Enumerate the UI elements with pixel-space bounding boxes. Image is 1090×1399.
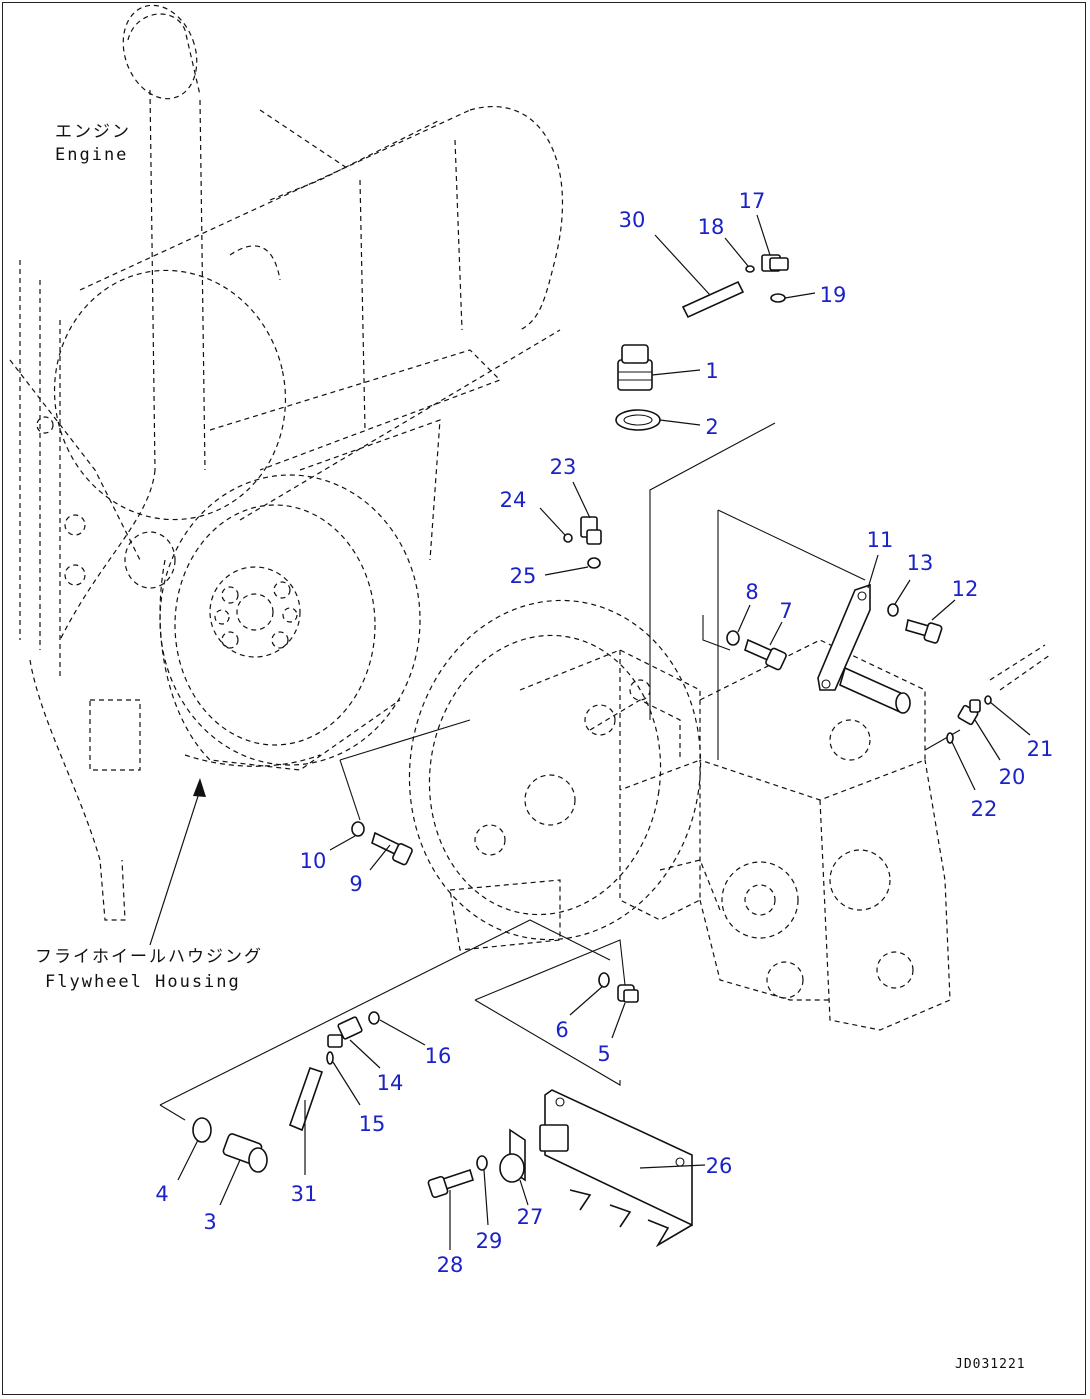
drawing-code: JD031221 (955, 1357, 1026, 1372)
part-7-bolt (744, 638, 787, 671)
part-15-o-ring (326, 1051, 334, 1065)
part-21-hose (989, 644, 1051, 691)
part-number-28: 28 (437, 1253, 464, 1277)
part-number-10: 10 (300, 849, 327, 873)
part-number-7: 7 (779, 599, 792, 623)
pump-assembly (408, 599, 951, 1031)
engine-label: エンジン Engine (55, 122, 131, 165)
part-24-o-ring (563, 533, 573, 543)
engine-assembly (9, 4, 563, 921)
part-number-13: 13 (907, 551, 934, 575)
part-number-22: 22 (971, 797, 998, 821)
part-17-fitting (761, 254, 789, 272)
engine-label-jp: エンジン (55, 122, 131, 142)
part-number-3: 3 (203, 1210, 216, 1234)
part-21-end (984, 695, 992, 705)
engine-label-en: Engine (55, 145, 128, 165)
part-26-controller (539, 1089, 693, 1248)
part-number-27: 27 (517, 1205, 544, 1229)
flywheel-label-en: Flywheel Housing (45, 972, 241, 992)
part-5-plug (617, 984, 639, 1003)
part-number-11: 11 (867, 528, 894, 552)
part-number-26: 26 (706, 1154, 733, 1178)
part-number-18: 18 (698, 215, 725, 239)
part-31-hose (288, 1066, 324, 1132)
part-number-14: 14 (377, 1071, 404, 1095)
part-number-19: 19 (820, 283, 847, 307)
part-number-15: 15 (359, 1112, 386, 1136)
part-number-29: 29 (476, 1229, 503, 1253)
part-19-o-ring (770, 293, 786, 303)
part-number-labels: 1 2 3 4 5 6 7 8 9 10 11 12 13 14 15 16 1… (155, 189, 1053, 1277)
part-23-fitting (580, 516, 602, 545)
part-18-o-ring (745, 265, 755, 273)
part-number-6: 6 (555, 1018, 568, 1042)
part-20-fitting (957, 699, 981, 726)
part-28-bolt (427, 1168, 474, 1199)
part-number-23: 23 (550, 455, 577, 479)
leader-lines (177, 214, 1031, 1250)
part-number-17: 17 (739, 189, 766, 213)
part-30-hose (681, 280, 745, 319)
part-number-16: 16 (425, 1044, 452, 1068)
part-8-washer (726, 630, 740, 646)
part-number-31: 31 (291, 1182, 318, 1206)
part-14-fitting (327, 1016, 363, 1048)
part-2-washer (615, 409, 661, 431)
part-number-8: 8 (745, 580, 758, 604)
flywheel-label-jp: フライホイールハウジング (35, 947, 263, 967)
part-number-20: 20 (999, 765, 1026, 789)
part-number-21: 21 (1027, 737, 1054, 761)
part-13-washer (887, 603, 899, 617)
part-4-o-ring (192, 1117, 212, 1143)
part-number-2: 2 (705, 415, 718, 439)
part-29-washer (476, 1155, 488, 1171)
part-27-clamp (499, 1128, 526, 1183)
part-number-24: 24 (500, 488, 527, 512)
assembly-guide-lines (159, 422, 961, 1121)
flywheel-housing-callout: フライホイールハウジング Flywheel Housing (35, 778, 263, 992)
part-6-o-ring (598, 972, 610, 988)
part-number-12: 12 (952, 577, 979, 601)
part-25-o-ring (587, 557, 601, 569)
part-number-30: 30 (619, 208, 646, 232)
part-number-1: 1 (705, 359, 718, 383)
part-3-fitting (222, 1133, 268, 1173)
part-number-5: 5 (597, 1042, 610, 1066)
part-11-bracket (817, 583, 911, 714)
part-number-9: 9 (349, 872, 362, 896)
part-number-25: 25 (510, 564, 537, 588)
part-number-4: 4 (155, 1182, 168, 1206)
part-16-o-ring (368, 1011, 380, 1025)
part-1-plug (617, 344, 653, 391)
part-22-o-ring (946, 732, 954, 744)
part-10-washer (351, 821, 365, 837)
part-12-bolt (905, 618, 943, 644)
part-9-bolt (371, 831, 413, 866)
